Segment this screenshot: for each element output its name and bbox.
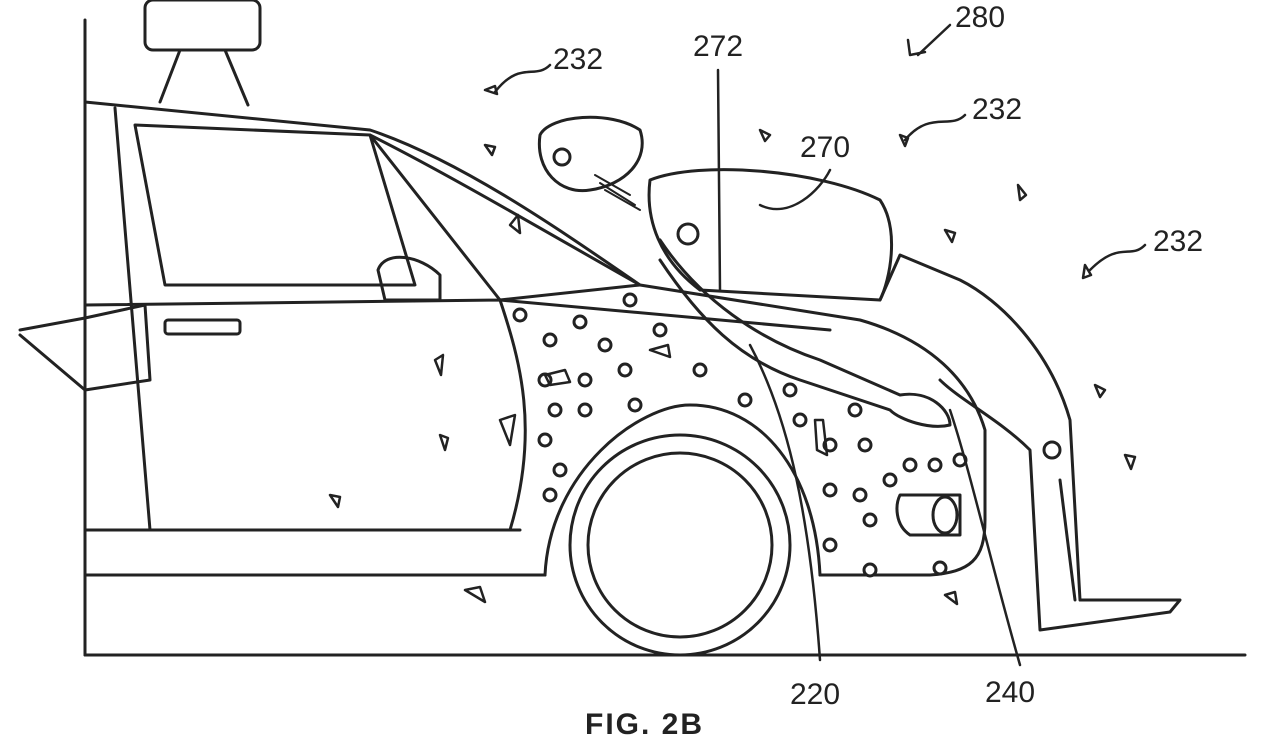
roof-sensor [143,0,262,52]
pedestrian [537,115,1182,632]
debris [328,84,1137,606]
adhesive-dots [512,292,968,578]
label-232-mid: 232 [972,93,1023,126]
label-220: 220 [790,678,841,711]
label-280: 280 [955,1,1006,34]
label-240: 240 [985,676,1036,709]
car [18,100,987,657]
leader-lines [493,23,1147,667]
figure-caption: FIG. 2B [585,708,705,741]
label-272: 272 [693,30,744,63]
label-270: 270 [800,131,851,164]
front-wheel [568,433,792,657]
patent-drawing [18,0,1247,667]
label-232-top: 232 [553,43,604,76]
label-232-right: 232 [1153,225,1204,258]
